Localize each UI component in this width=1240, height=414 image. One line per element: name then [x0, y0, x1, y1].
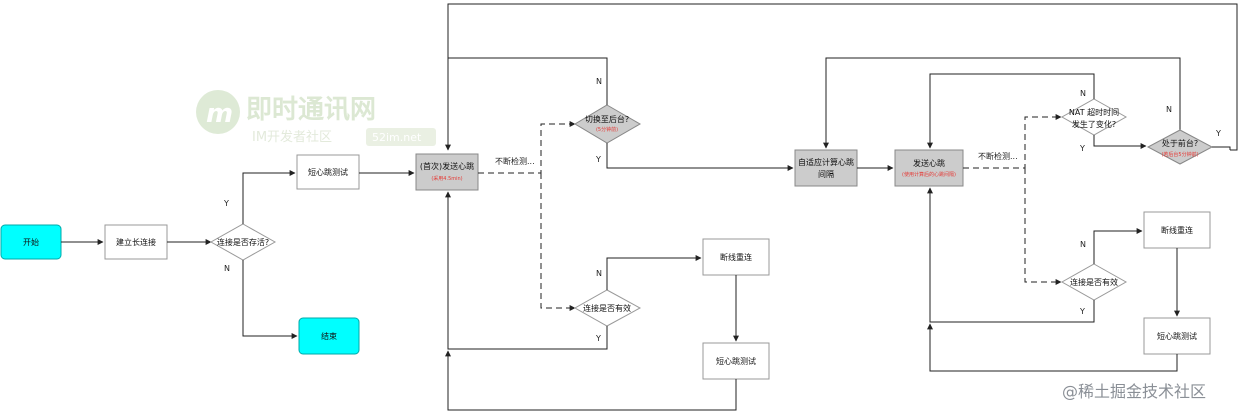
- edge-label-foreground-n: N: [1166, 105, 1172, 114]
- node-first-send: (首次)发送心跳 (采用4.5min): [415, 153, 479, 191]
- node-reconnect-2-label: 断线重连: [1161, 225, 1193, 235]
- watermark-badge-text: 52im.net: [372, 131, 422, 144]
- decision-nat: NAT 超时时间 发生了变化?: [1060, 98, 1128, 136]
- decision-alive-label: 连接是否存活?: [217, 237, 269, 247]
- node-short-test-1-label: 短心跳测试: [308, 167, 348, 177]
- footer-watermark: @稀土掘金技术社区: [1062, 382, 1206, 401]
- edge-nat-no: [927, 73, 1095, 149]
- watermark: m 即时通讯网 IM开发者社区 52im.net: [196, 90, 436, 146]
- edge-label-keep-check-2: 不断检测...: [978, 151, 1018, 161]
- node-build-connection: 建立长连接: [104, 224, 168, 260]
- edge-label-keep-check-1: 不断检测...: [495, 156, 535, 166]
- edge-valid-2-yes: [927, 187, 1095, 323]
- edge-label-switch-y: Y: [595, 155, 601, 164]
- decision-switch-bg: 切换至后台? (5分钟前): [574, 104, 642, 144]
- edge-valid-2-no: [1093, 228, 1143, 264]
- decision-foreground-label: 处于前台?: [1162, 138, 1198, 148]
- node-start: 开始: [0, 224, 62, 260]
- node-reconnect-1-label: 断线重连: [720, 252, 752, 262]
- node-adaptive-label: 自适应计算心跳: [798, 157, 854, 167]
- node-short-test-2-label: 短心跳测试: [716, 356, 756, 366]
- edge-label-valid-1-n: N: [596, 269, 602, 278]
- edge-short-2-back: [445, 350, 737, 411]
- edge-foreground-no: [823, 57, 1181, 149]
- edge-valid-1-no: [606, 255, 702, 290]
- node-short-test-3-label: 短心跳测试: [1157, 331, 1197, 341]
- decision-valid-2: 连接是否有效: [1060, 263, 1128, 301]
- edge-switch-no: [448, 57, 608, 105]
- node-first-send-label: (首次)发送心跳: [420, 161, 474, 171]
- node-build-connection-label: 建立长连接: [116, 237, 156, 247]
- edge-check-valid-2: [1024, 168, 1062, 285]
- edge-label-valid-2-y: Y: [1079, 307, 1085, 316]
- watermark-badge: [366, 128, 436, 146]
- node-send-heartbeat-sublabel: (使用计算后的心跳间隔): [902, 171, 956, 178]
- node-send-heartbeat: 发送心跳 (使用计算后的心跳间隔): [894, 149, 964, 187]
- edge-label-foreground-y: Y: [1215, 129, 1221, 138]
- watermark-logo-icon: [196, 90, 240, 134]
- watermark-subtitle: IM开发者社区: [252, 129, 332, 145]
- edge-label-y: Y: [223, 199, 229, 208]
- node-adaptive-label-2: 间隔: [818, 170, 834, 179]
- decision-nat-label-2: 发生了变化?: [1072, 119, 1116, 129]
- edge-alive-yes: [242, 170, 296, 224]
- decision-nat-label-1: NAT 超时时间: [1069, 107, 1119, 117]
- edge-label-nat-n: N: [1080, 89, 1086, 98]
- node-reconnect-1: 断线重连: [702, 238, 770, 276]
- node-first-send-sublabel: (采用4.5min): [431, 175, 462, 182]
- watermark-logo-letter: m: [206, 99, 233, 129]
- edge-foreground-yes-loop: [445, 3, 1238, 151]
- watermark-title: 即时通讯网: [246, 95, 376, 125]
- edge-short-3-back: [927, 323, 1178, 372]
- decision-foreground: 处于前台? (若后台5分钟前): [1146, 129, 1214, 165]
- decision-valid-1-label: 连接是否有效: [583, 303, 631, 313]
- edge-switch-yes: [606, 143, 794, 171]
- decision-valid-1: 连接是否有效: [573, 289, 642, 327]
- node-end-label: 结束: [321, 331, 337, 341]
- edge-check-switch: [478, 121, 576, 174]
- decision-foreground-sublabel: (若后台5分钟前): [1161, 151, 1198, 158]
- decision-alive: 连接是否存活?: [209, 223, 277, 261]
- decision-switch-bg-sublabel: (5分钟前): [596, 126, 618, 133]
- edge-foreground-yes: [1212, 146, 1231, 150]
- edge-valid-1-yes: [445, 191, 608, 350]
- decision-switch-bg-label: 切换至后台?: [585, 114, 629, 124]
- edge-check-nat: [963, 114, 1062, 169]
- node-short-test-1: 短心跳测试: [296, 154, 360, 190]
- edge-nat-yes: [1093, 135, 1147, 149]
- node-send-heartbeat-label: 发送心跳: [913, 158, 945, 168]
- edge-check-valid-1: [540, 173, 576, 311]
- edge-alive-no: [242, 260, 298, 339]
- node-reconnect-2: 断线重连: [1143, 211, 1211, 249]
- node-short-test-2: 短心跳测试: [702, 342, 770, 380]
- edge-label-valid-2-n: N: [1080, 240, 1086, 249]
- node-short-test-3: 短心跳测试: [1143, 317, 1211, 355]
- decision-valid-2-label: 连接是否有效: [1070, 277, 1118, 287]
- node-adaptive: 自适应计算心跳 间隔: [794, 149, 858, 187]
- edge-label-nat-y: Y: [1079, 144, 1085, 153]
- node-start-label: 开始: [23, 237, 39, 247]
- node-end: 结束: [298, 317, 360, 355]
- edge-label-switch-n: N: [596, 77, 602, 86]
- edge-label-n: N: [224, 264, 230, 273]
- edge-label-valid-1-y: Y: [595, 334, 601, 343]
